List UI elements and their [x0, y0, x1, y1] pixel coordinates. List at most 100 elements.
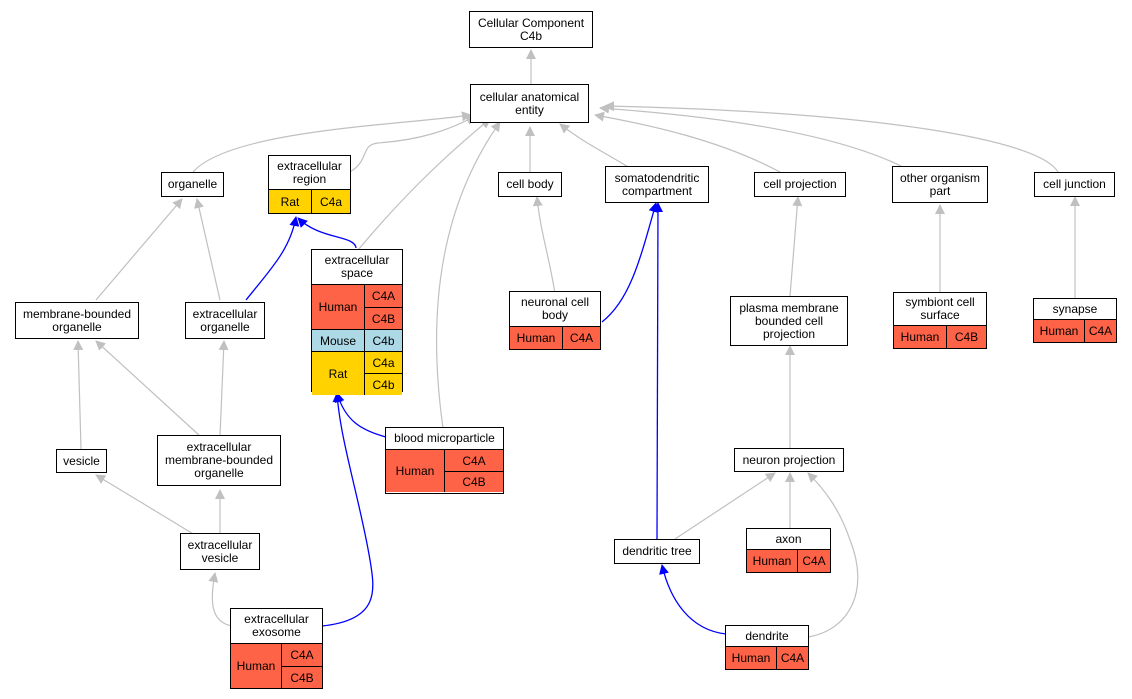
- node-neuronal-cell-body[interactable]: neuronal cell body Human C4A: [509, 291, 601, 350]
- gene-c4b: C4B: [281, 666, 322, 688]
- node-label: extracellular organelle: [192, 306, 258, 334]
- node-label: plasma membrane bounded cell projection: [739, 300, 839, 341]
- node-label: neuronal cell body: [510, 292, 600, 327]
- edge-somato-cae: [559, 123, 631, 169]
- edge-pmbcp-cellproj: [789, 196, 803, 297]
- edge-ncb-somato: [601, 202, 659, 323]
- gene-c4a: C4a: [364, 351, 402, 373]
- node-label: neuron projection: [742, 452, 836, 467]
- gene-c4a: C4A: [364, 285, 402, 307]
- edge-exves-vesicle: [95, 474, 196, 536]
- edge-exorg-organelle: [194, 198, 221, 301]
- node-label: cell body: [506, 177, 554, 191]
- edge-exreg-cae: [349, 115, 476, 173]
- node-label: Cellular Component C4b: [477, 15, 585, 43]
- species-human: Human: [894, 326, 946, 348]
- gene-c4a: C4A: [281, 644, 322, 666]
- node-symbiont-cell-surface[interactable]: symbiont cell surface Human C4B: [893, 292, 987, 349]
- species-human: Human: [726, 647, 776, 669]
- node-label: extracellular vesicle: [187, 537, 253, 565]
- gene-c4b: C4b: [364, 329, 402, 351]
- edge-exo-exves: [208, 572, 233, 627]
- node-extracellular-organelle[interactable]: extracellular organelle: [185, 302, 265, 339]
- edge-otherorg-cae: [599, 103, 906, 169]
- node-label: extracellular region: [269, 156, 350, 190]
- node-label: somatodendritic compartment: [614, 170, 700, 198]
- species-human: Human: [747, 550, 797, 572]
- node-extracellular-membrane-bounded-organelle[interactable]: extracellular membrane-bounded organelle: [157, 435, 281, 486]
- node-cellular-anatomical-entity[interactable]: cellular anatomical entity: [470, 84, 589, 123]
- edge-bmp-exspace: [334, 392, 387, 438]
- node-label: extracellular space: [312, 250, 402, 285]
- node-label: symbiont cell surface: [894, 293, 986, 326]
- node-extracellular-space[interactable]: extracellular space Human C4A C4B Mouse …: [311, 249, 403, 395]
- node-label: dendritic tree: [622, 544, 692, 558]
- node-label: extracellular membrane-bounded organelle: [164, 440, 274, 480]
- node-other-organism-part[interactable]: other organism part: [892, 166, 988, 203]
- node-blood-microparticle[interactable]: blood microparticle Human C4A C4B: [385, 427, 504, 494]
- node-label: membrane-bounded organelle: [22, 306, 132, 334]
- node-synapse[interactable]: synapse Human C4A: [1033, 298, 1117, 343]
- edge-exspace-exreg: [297, 217, 357, 249]
- node-vesicle[interactable]: vesicle: [56, 449, 107, 473]
- node-cell-projection[interactable]: cell projection: [754, 172, 846, 197]
- node-cell-junction[interactable]: cell junction: [1034, 172, 1115, 197]
- species-human: Human: [386, 450, 444, 492]
- node-cellular-component[interactable]: Cellular Component C4b: [469, 11, 593, 48]
- gene-c4a: C4A: [444, 450, 503, 471]
- edge-exmbo-exorg: [218, 340, 229, 437]
- species-human: Human: [1034, 320, 1084, 342]
- edge-vesicle-membo: [73, 340, 84, 450]
- node-label: extracellular exosome: [231, 609, 322, 644]
- node-neuron-projection[interactable]: neuron projection: [734, 448, 844, 472]
- node-extracellular-region[interactable]: extracellular region Rat C4a: [268, 155, 351, 214]
- node-extracellular-vesicle[interactable]: extracellular vesicle: [180, 533, 260, 570]
- edge-exmbo-membo: [95, 340, 201, 437]
- gene-c4b: C4B: [444, 471, 503, 492]
- species-rat: Rat: [269, 190, 311, 213]
- node-somatodendritic-compartment[interactable]: somatodendritic compartment: [605, 166, 709, 203]
- node-cell-body[interactable]: cell body: [498, 172, 562, 197]
- node-organelle[interactable]: organelle: [161, 172, 224, 197]
- node-label: synapse: [1034, 299, 1116, 320]
- gene-c4a: C4A: [797, 550, 830, 572]
- node-label: cell projection: [763, 177, 837, 191]
- gene-c4a: C4A: [1084, 320, 1116, 342]
- gene-c4b: C4B: [946, 326, 986, 348]
- node-label: cell junction: [1043, 177, 1106, 191]
- edge-bmp-cae: [436, 121, 501, 429]
- node-plasma-membrane-bounded-cell-projection[interactable]: plasma membrane bounded cell projection: [730, 296, 848, 346]
- edge-membo-organelle: [95, 198, 183, 301]
- edge-exspace-cae: [357, 118, 491, 251]
- gene-c4a: C4A: [776, 647, 808, 669]
- edge-celljunc-cae: [604, 101, 1059, 173]
- node-dendritic-tree[interactable]: dendritic tree: [614, 539, 700, 564]
- gene-c4a: C4a: [311, 190, 350, 213]
- species-human: Human: [312, 285, 364, 329]
- edge-dtree-somato: [652, 202, 663, 540]
- node-label: other organism part: [899, 170, 981, 198]
- node-axon[interactable]: axon Human C4A: [746, 528, 831, 573]
- node-label: organelle: [167, 177, 218, 191]
- edge-dtree-nproj: [674, 472, 776, 540]
- edge-organelle-cae: [192, 111, 472, 173]
- species-human: Human: [231, 644, 281, 688]
- edge-exo-exspace: [321, 392, 374, 627]
- node-label: cellular anatomical entity: [479, 89, 580, 117]
- species-rat: Rat: [312, 351, 364, 395]
- node-label: axon: [747, 529, 830, 550]
- gene-c4b: C4B: [364, 307, 402, 329]
- species-mouse: Mouse: [312, 329, 364, 351]
- edge-ncb-cellbody: [532, 196, 556, 295]
- node-label: dendrite: [726, 626, 808, 647]
- species-human: Human: [510, 327, 562, 349]
- node-label: blood microparticle: [386, 428, 503, 450]
- node-membrane-bounded-organelle[interactable]: membrane-bounded organelle: [15, 302, 139, 339]
- gene-c4b: C4b: [364, 373, 402, 395]
- node-extracellular-exosome[interactable]: extracellular exosome Human C4A C4B: [230, 608, 323, 689]
- edge-exorg-exreg: [245, 216, 300, 301]
- edge-dendrite-nproj: [807, 472, 859, 638]
- node-dendrite[interactable]: dendrite Human C4A: [725, 625, 809, 670]
- edge-cellproj-cae: [594, 111, 781, 173]
